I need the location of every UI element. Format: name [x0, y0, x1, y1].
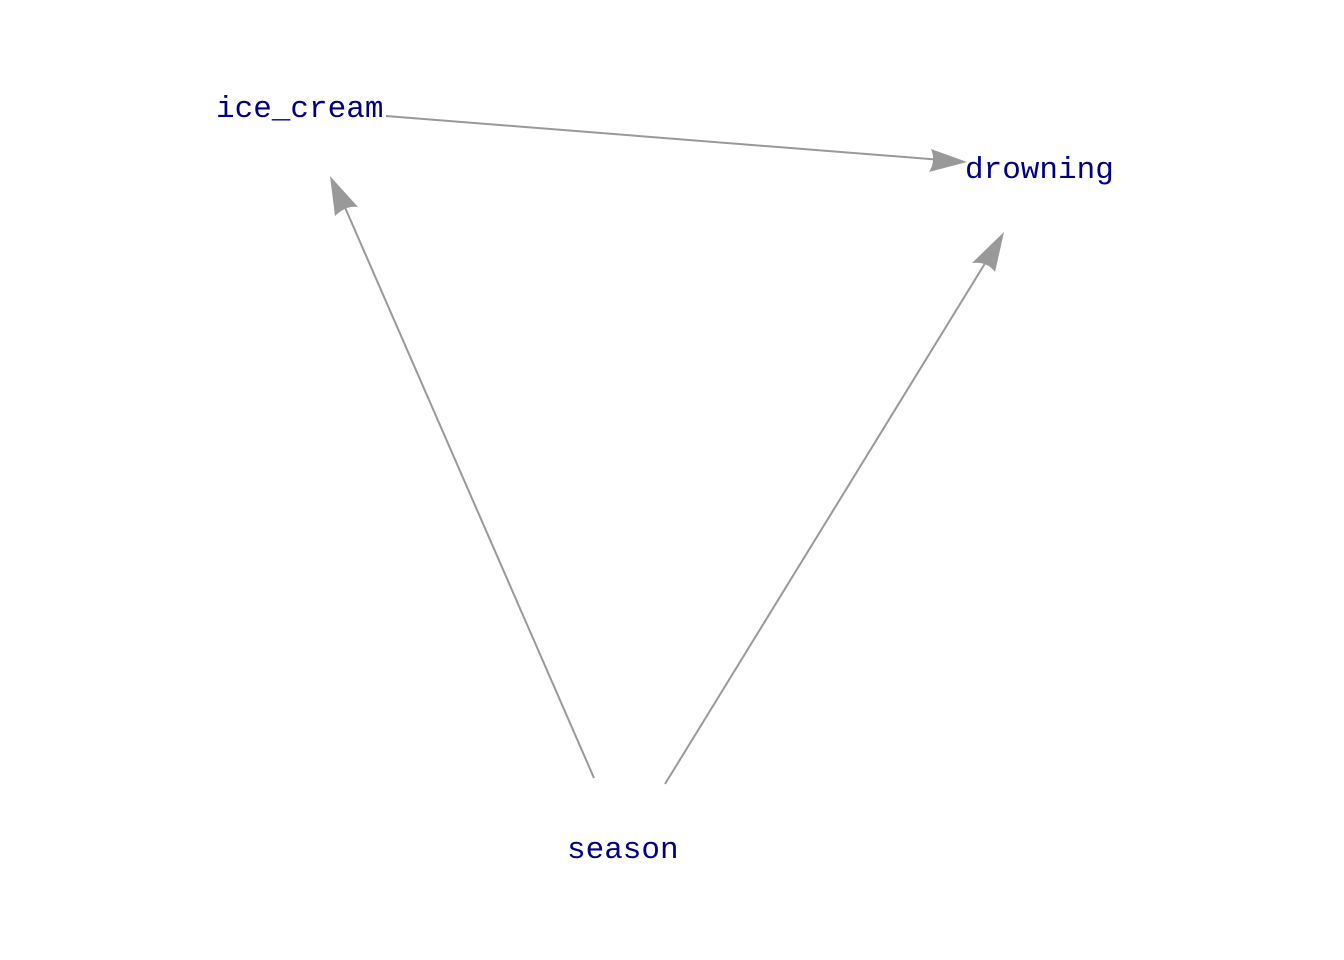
node-ice-cream: ice_cream: [216, 92, 383, 127]
edge-season-to-ice-cream: [330, 176, 595, 779]
node-season: season: [567, 833, 679, 868]
node-drowning: drowning: [965, 153, 1114, 188]
arrowhead-drowning-from-season: [972, 232, 1004, 272]
edges-group: [330, 115, 1004, 785]
nodes-group: ice_cream drowning season: [216, 92, 1114, 868]
edge-line-season-to-ice-cream: [339, 195, 595, 779]
edge-line-season-to-drowning: [664, 251, 993, 785]
edge-line-ice-cream-to-drowning: [385, 115, 943, 161]
edge-ice-cream-to-drowning: [385, 115, 967, 172]
arrowhead-drowning-from-ice-cream: [929, 149, 967, 172]
edge-season-to-drowning: [664, 232, 1004, 785]
arrowhead-ice-cream-from-season: [330, 176, 358, 216]
